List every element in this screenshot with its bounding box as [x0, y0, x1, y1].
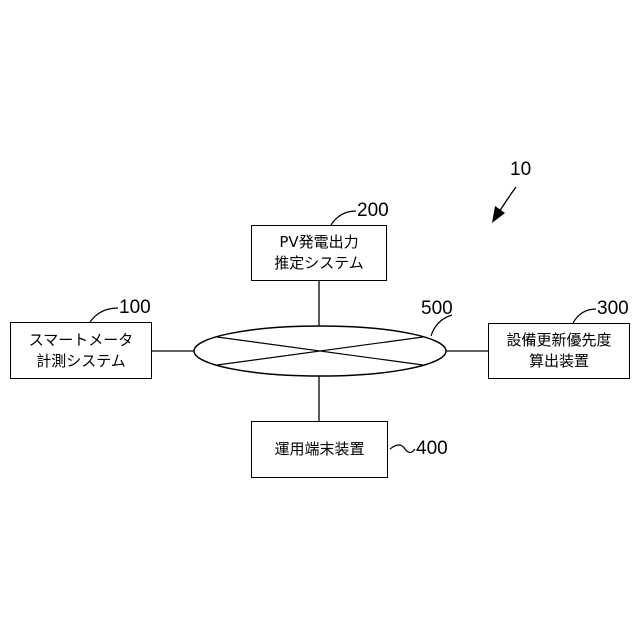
leader-line-400	[390, 445, 415, 453]
block-pv-output: PV発電出力 推定システム	[251, 225, 387, 281]
block-terminal-line1: 運用端末装置	[274, 439, 364, 460]
leader-line-100	[90, 308, 118, 322]
block-smart-meter-line2: 計測システム	[36, 351, 126, 372]
block-priority-calc-line1: 設備更新優先度	[506, 330, 611, 351]
ref-label-200: 200	[357, 201, 389, 221]
block-terminal: 運用端末装置	[251, 421, 388, 478]
figure-ref-arrowhead	[492, 206, 505, 223]
ref-label-500: 500	[421, 299, 453, 319]
leader-line-200	[331, 211, 356, 225]
block-pv-output-line2: 推定システム	[274, 253, 364, 274]
figure-ref-arrow	[499, 187, 516, 212]
ref-label-400: 400	[416, 439, 448, 459]
figure-ref-label: 10	[510, 160, 531, 180]
ref-label-300: 300	[597, 299, 629, 319]
block-smart-meter-line1: スマートメータ	[29, 330, 134, 351]
block-smart-meter: スマートメータ 計測システム	[10, 322, 152, 379]
block-pv-output-line1: PV発電出力	[279, 232, 358, 253]
ref-label-100: 100	[119, 298, 151, 318]
block-priority-calc-line2: 算出装置	[529, 351, 589, 372]
leader-line-300	[573, 309, 596, 323]
block-priority-calc: 設備更新優先度 算出装置	[488, 323, 630, 379]
